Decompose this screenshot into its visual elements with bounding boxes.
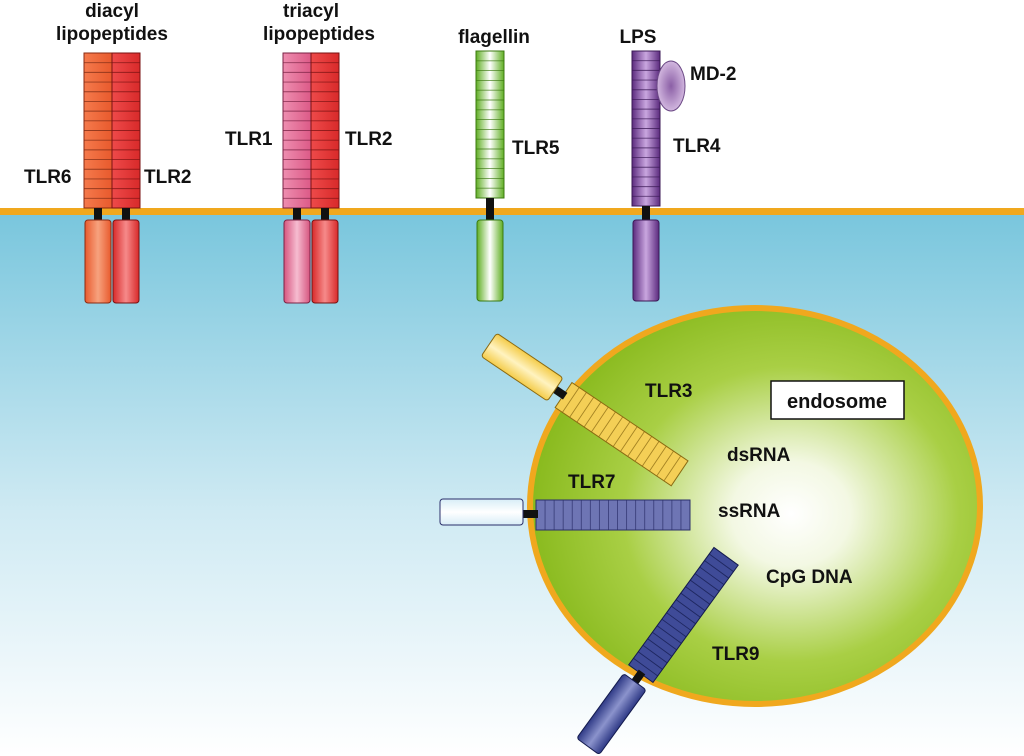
tlr3-receptor: [481, 333, 689, 487]
label-tlr6: TLR6: [24, 167, 72, 188]
endosome-label: endosome: [787, 391, 887, 413]
tlr5-tir-domain: [476, 219, 504, 302]
tlr1-stripes: [283, 62, 311, 199]
tlr4-tir-domain: [632, 219, 660, 302]
label-lipopeptides-triacyl: lipopeptides: [263, 24, 375, 45]
tlr1-tir-domain: [283, 219, 311, 304]
tlr7-tir-domain: [439, 498, 524, 526]
label-ssrna: ssRNA: [718, 501, 781, 522]
tlr5-ectodomain: [475, 50, 505, 199]
tlr7-ectodomain: [535, 499, 691, 531]
tlr2-transmembrane: [122, 208, 130, 222]
tlr1-receptor: [282, 52, 312, 304]
tlr2-transmembrane: [321, 208, 329, 222]
endosome-label-box: [770, 380, 905, 420]
md2-protein: [656, 60, 686, 112]
label-tlr5: TLR5: [512, 138, 560, 159]
tlr2-stripes: [112, 62, 140, 199]
label-diacyl: diacyl: [85, 1, 139, 22]
tlr6-transmembrane: [94, 208, 102, 222]
plasma-membrane: [0, 208, 1024, 215]
label-tlr2-triacyl: TLR2: [345, 129, 393, 150]
label-tlr4: TLR4: [673, 136, 721, 157]
tlr2-receptor-diacyl: [111, 52, 141, 304]
tlr2-receptor-triacyl: [310, 52, 340, 304]
tlr5-receptor: [475, 50, 505, 302]
tlr2-stripes: [311, 62, 339, 199]
label-tlr1: TLR1: [225, 129, 273, 150]
label-tlr3: TLR3: [645, 381, 693, 402]
tlr7-transmembrane: [522, 510, 538, 518]
label-lps: LPS: [620, 27, 657, 48]
label-cpg-dna: CpG DNA: [766, 567, 853, 588]
tlr7-receptor: [439, 498, 691, 531]
tlr9-tir-domain: [577, 674, 646, 754]
label-lipopeptides-diacyl: lipopeptides: [56, 24, 168, 45]
tlr4-receptor: [631, 50, 686, 302]
tlr1-transmembrane: [293, 208, 301, 222]
tlr2-tir-domain: [311, 219, 339, 304]
tlr9-stripes: [633, 553, 734, 677]
tlr5-stripes: [476, 60, 504, 189]
tlr9-receptor: [577, 546, 739, 754]
tlr6-stripes: [84, 62, 112, 199]
tlr4-transmembrane: [642, 206, 650, 222]
tlr4-stripes: [632, 60, 660, 197]
tlr5-transmembrane: [486, 198, 494, 222]
tlr6-receptor: [83, 52, 113, 304]
tlr2-tir-domain: [112, 219, 140, 304]
tlr3-tir-domain: [481, 333, 563, 401]
label-tlr2-diacyl: TLR2: [144, 167, 192, 188]
label-tlr9: TLR9: [712, 644, 760, 665]
tlr3-stripes: [562, 387, 682, 482]
label-dsrna: dsRNA: [727, 445, 791, 466]
label-flagellin: flagellin: [458, 27, 530, 48]
tlr7-stripes: [544, 500, 682, 530]
label-triacyl: triacyl: [283, 1, 339, 22]
label-md2: MD-2: [690, 64, 736, 85]
label-tlr7: TLR7: [568, 472, 616, 493]
tlr6-tir-domain: [84, 219, 112, 304]
